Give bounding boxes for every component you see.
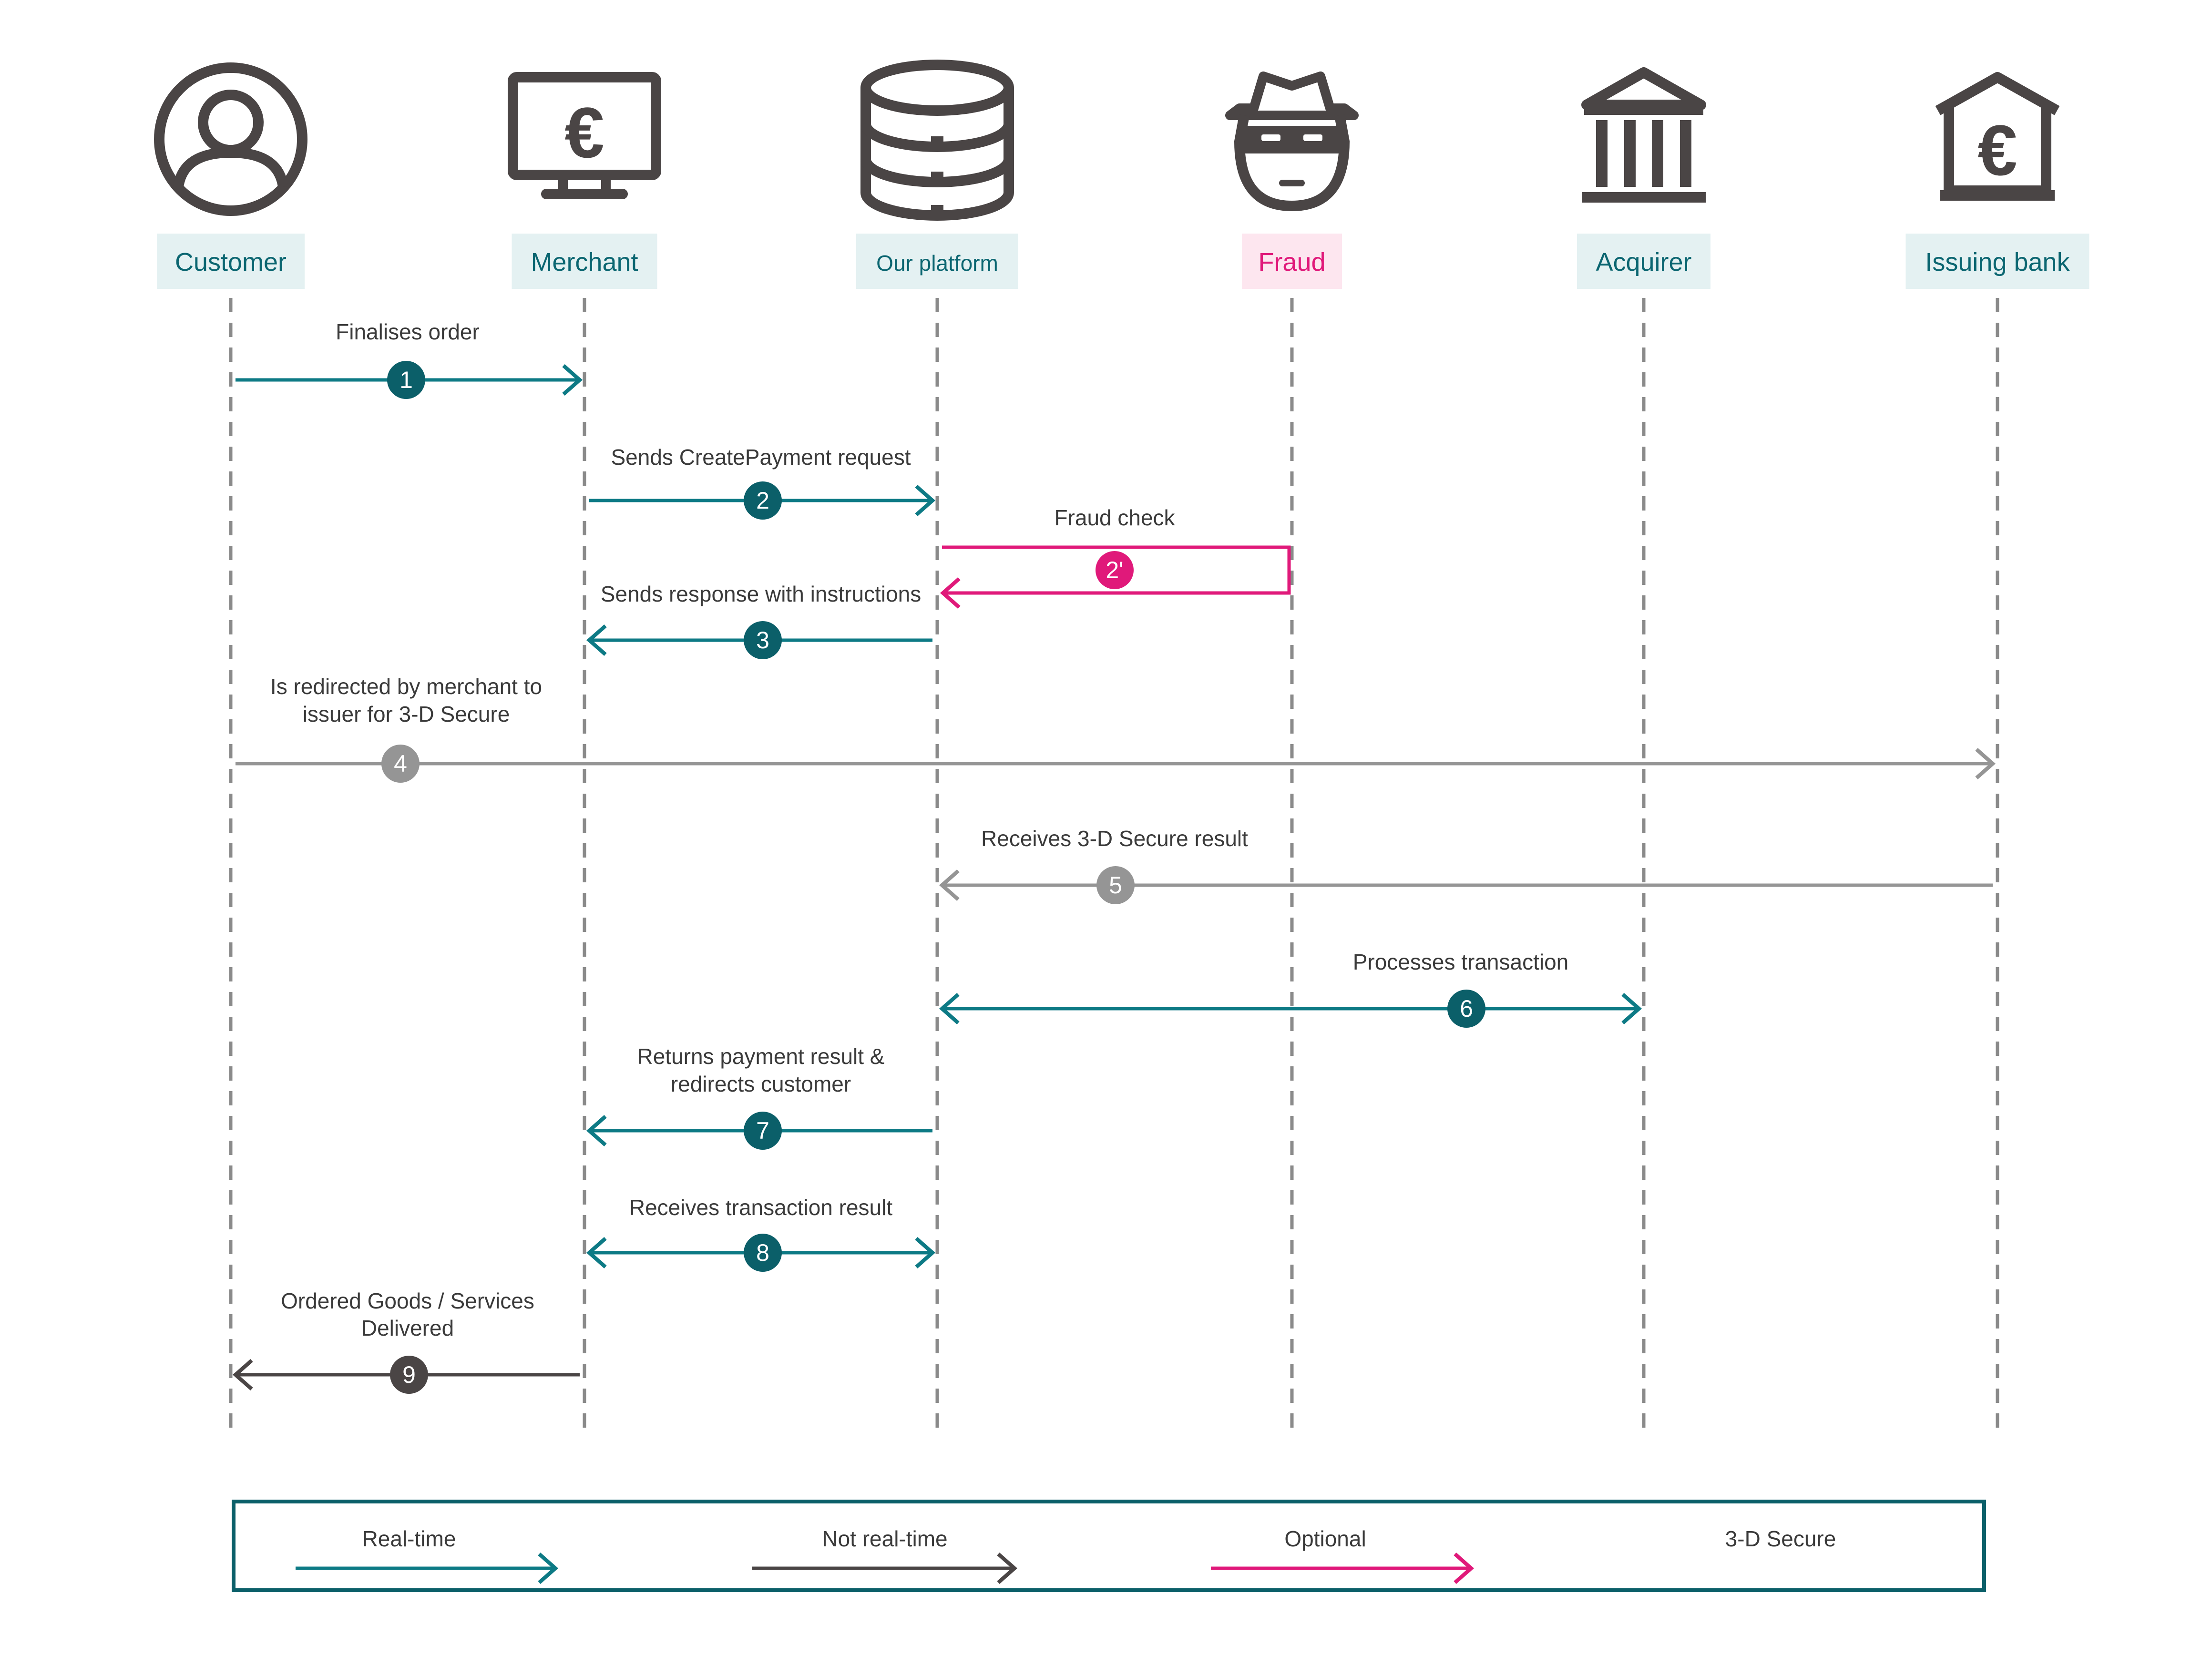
arrowhead — [1454, 1553, 1475, 1584]
message-1: Finalises order 1 — [236, 319, 583, 399]
message-text: Ordered Goods / Services — [281, 1288, 534, 1313]
arrowhead — [232, 1359, 253, 1390]
step-number: 7 — [756, 1117, 769, 1144]
step-badge — [744, 481, 782, 520]
step-badge — [744, 1112, 782, 1150]
legend-item-secure3d: 3-D Secure — [1725, 1526, 1836, 1551]
message-text: redirects customer — [671, 1072, 851, 1096]
step-number: 3 — [756, 627, 769, 654]
actor-label-box — [856, 234, 1018, 289]
message-text: Finalises order — [336, 319, 480, 344]
step-badge — [1096, 551, 1134, 589]
message-text: Returns payment result & — [637, 1044, 884, 1069]
legend-item-optional: Optional — [1211, 1526, 1475, 1584]
message-text: Is redirected by merchant to — [270, 674, 542, 699]
euro-monitor-icon — [513, 77, 656, 194]
legend: Real-time Not real-time Optional 3-D Secure — [232, 1500, 1986, 1592]
arrowhead — [915, 1237, 936, 1268]
step-number: 6 — [1460, 995, 1473, 1022]
message-7: Processes transaction 6 — [939, 950, 1642, 1028]
user-icon — [159, 68, 302, 211]
message-text: Receives 3-D Secure result — [981, 826, 1248, 851]
actor-fraud: Fraud — [1230, 76, 1354, 289]
database-icon — [866, 65, 1009, 215]
step-number: 1 — [399, 367, 413, 393]
actor-label-box — [157, 234, 305, 289]
actor-label: Acquirer — [1596, 248, 1691, 276]
actor-label-box — [1577, 234, 1710, 289]
actor-label-box — [1905, 234, 2089, 289]
actor-platform: Our platform — [856, 65, 1018, 289]
step-badge — [1096, 866, 1135, 904]
step-badge — [390, 1356, 428, 1394]
actor-label: Fraud — [1258, 248, 1325, 276]
actor-label: Issuing bank — [1925, 248, 2070, 276]
message-2: Sends CreatePayment request 2 — [589, 445, 936, 520]
arrowhead — [1621, 993, 1642, 1024]
arrowhead — [939, 993, 960, 1024]
legend-frame — [232, 1500, 1986, 1592]
arrowhead — [586, 1115, 607, 1146]
message-text: Processes transaction — [1353, 950, 1569, 974]
message-4: Sends response with instructions 3 — [586, 582, 932, 659]
actor-acquirer: Acquirer — [1577, 72, 1710, 289]
actor-label-box — [512, 234, 657, 289]
arrowhead — [940, 577, 961, 609]
arrowhead — [586, 1237, 607, 1268]
masked-bandit-icon — [1230, 76, 1354, 206]
message-8: Returns payment result & redirects custom… — [586, 1044, 932, 1150]
arrowhead — [939, 869, 960, 901]
arrowhead — [1975, 748, 1996, 779]
actor-label: Customer — [175, 248, 287, 276]
actor-issuer: Issuing bank — [1905, 77, 2089, 289]
message-text: Delivered — [361, 1316, 454, 1340]
bank-columns-icon — [1582, 72, 1706, 197]
step-number: 8 — [756, 1239, 769, 1266]
message-line — [942, 545, 1291, 595]
legend-label: Not real-time — [822, 1526, 947, 1551]
arrowhead — [997, 1553, 1018, 1584]
message-text: Sends response with instructions — [601, 582, 921, 606]
actor-customer: Customer — [157, 68, 305, 289]
step-badge — [387, 361, 425, 399]
step-number: 5 — [1109, 872, 1122, 899]
legend-item-not_realtime: Not real-time — [752, 1526, 1018, 1584]
message-text: issuer for 3-D Secure — [303, 702, 510, 726]
step-number: 9 — [402, 1361, 416, 1388]
actor-label: Our platform — [876, 251, 998, 276]
legend-item-realtime: Real-time — [296, 1526, 559, 1584]
actor-merchant: Merchant — [512, 77, 657, 289]
legend-label: Optional — [1284, 1526, 1366, 1551]
step-badge — [744, 1234, 782, 1272]
arrowhead — [562, 364, 583, 396]
arrowhead — [538, 1553, 559, 1584]
message-text: Sends CreatePayment request — [611, 445, 911, 470]
step-badge — [1447, 990, 1485, 1028]
arrowhead — [915, 485, 936, 516]
message-3: Fraud check 2' — [940, 505, 1291, 609]
message-text: Receives transaction result — [629, 1195, 892, 1220]
actor-label-box — [1242, 234, 1342, 289]
euro-bank-icon — [1938, 77, 2057, 195]
message-9: Receives transaction result 8 — [586, 1195, 936, 1272]
step-number: 4 — [394, 750, 407, 777]
message-6: Receives 3-D Secure result 5 — [939, 826, 1993, 904]
step-badge — [381, 745, 420, 783]
step-badge — [744, 621, 782, 659]
legend-label: 3-D Secure — [1725, 1526, 1836, 1551]
legend-label: Real-time — [362, 1526, 456, 1551]
actor-label: Merchant — [531, 248, 638, 276]
message-5: Is redirected by merchant to issuer for 3… — [236, 674, 1996, 783]
step-number: 2' — [1106, 557, 1123, 583]
step-number: 2 — [756, 487, 769, 514]
message-text: Fraud check — [1054, 505, 1175, 530]
arrowhead — [586, 624, 607, 656]
